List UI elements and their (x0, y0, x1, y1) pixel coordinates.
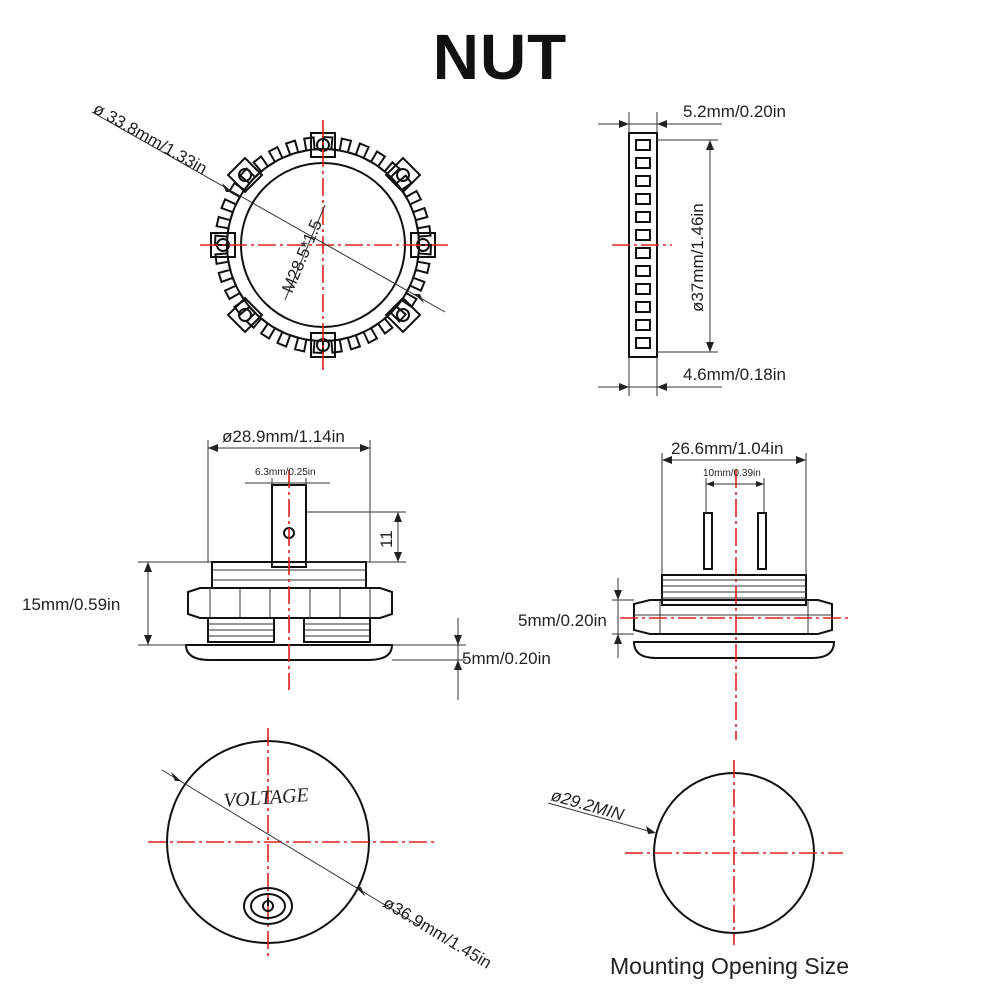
body-side-view: 26.6mm/1.04in 10mm/0.39in 5mm/0.20in (518, 439, 850, 740)
nut-thickness-top: 5.2mm/0.20in (683, 102, 786, 121)
terminal-spacing: 10mm/0.39in (703, 468, 761, 479)
face-view: VOLTAGE ø36.9mm/1.45in (148, 728, 495, 973)
nut-front-view: ø 33.8mm/1.33in M28.5*1.5 (90, 99, 448, 372)
opening-diameter: ø29.2MIN (549, 786, 627, 825)
nut-thickness-bottom: 4.6mm/0.18in (683, 365, 786, 384)
nut-side-diameter: ø37mm/1.46in (688, 203, 707, 312)
face-diameter: ø36.9mm/1.45in (380, 893, 495, 973)
nut-side-tooth (635, 319, 651, 331)
body-width: ø28.9mm/1.14in (222, 427, 345, 446)
face-label: VOLTAGE (223, 784, 310, 812)
terminal-height: 11 (377, 530, 396, 548)
nut-thread-spec: M28.5*1.5 (278, 217, 326, 296)
side-nut-height: 5mm/0.20in (518, 611, 607, 630)
cap-height: 5mm/0.20in (462, 649, 551, 668)
terminal (271, 484, 307, 568)
nut-side-tooth (635, 157, 651, 169)
nut-side-tooth (635, 229, 651, 241)
nut-side-tooth (635, 139, 651, 151)
side-width: 26.6mm/1.04in (671, 439, 783, 458)
nut-side-teeth (635, 139, 651, 349)
nut-side-tooth (635, 247, 651, 259)
nut-side-view: 5.2mm/0.20in ø37mm/1.46in 4.6mm/0.18in (598, 102, 786, 396)
mounting-opening: ø29.2MIN Mounting Opening Size (547, 760, 849, 979)
body-height: 15mm/0.59in (22, 595, 120, 614)
nut-outer-diameter: ø 33.8mm/1.33in (90, 99, 210, 178)
body-front-view: ø28.9mm/1.14in 6.3mm/0.25in 11 15mm/0.59… (22, 427, 551, 700)
nut-side-tooth (635, 211, 651, 223)
nut-side-tooth (635, 283, 651, 295)
terminal-width: 6.3mm/0.25in (255, 467, 316, 478)
nut-side-tooth (635, 301, 651, 313)
nut-side-tooth (635, 193, 651, 205)
opening-caption: Mounting Opening Size (610, 953, 849, 979)
nut-side-tooth (635, 175, 651, 187)
nut-side-tooth (635, 337, 651, 349)
page-title: NUT (432, 21, 568, 93)
nut-diameter-leader (91, 111, 446, 313)
nut-side-tooth (635, 265, 651, 277)
